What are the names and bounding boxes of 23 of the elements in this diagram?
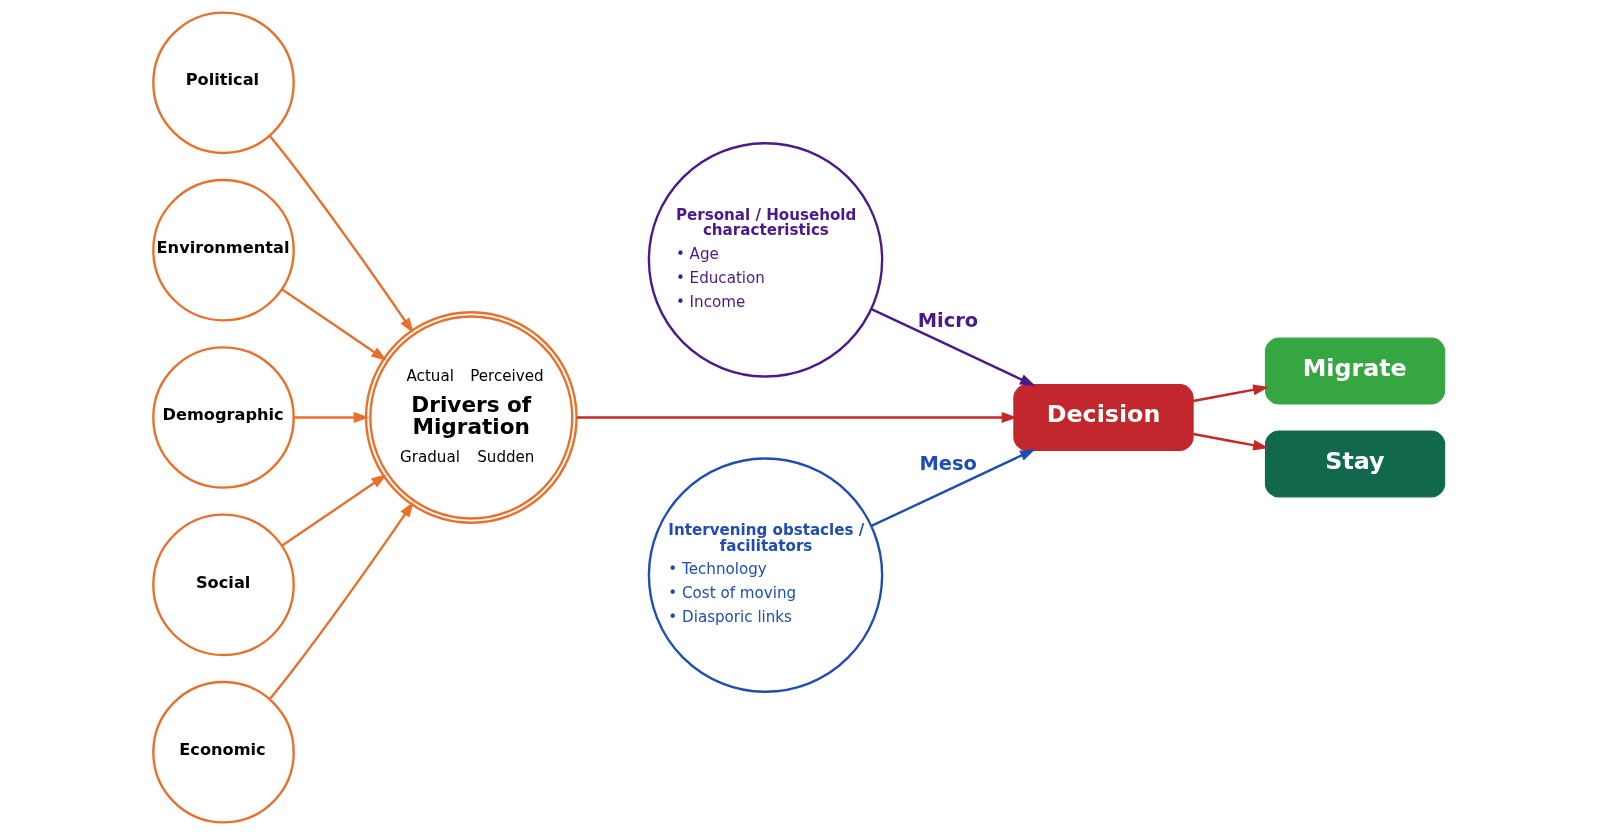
arrow	[870, 448, 1036, 527]
node-circle: Social	[151, 513, 295, 657]
arrow	[268, 501, 414, 700]
node-circle: Economic	[151, 680, 295, 824]
edge-label: Micro	[917, 309, 978, 333]
node-circle: Actual Perceived Drivers of Migration Gradual Sudden	[364, 311, 578, 524]
node-circle: Personal / Household characteristics • Age • Education • Income	[647, 142, 883, 378]
arrow	[268, 135, 414, 334]
node-box: Stay	[1264, 430, 1445, 498]
node-circle: Demographic	[151, 346, 295, 489]
arrow	[280, 288, 387, 361]
edge-label: Meso	[918, 451, 977, 475]
node-circle: Political	[151, 11, 295, 155]
node-circle: Environmental	[151, 178, 295, 322]
arrow	[293, 412, 369, 423]
arrow	[280, 474, 387, 547]
node-circle: Intervening obstacles / facilitators • Technology • Cost of moving • Diasporic links	[647, 457, 883, 693]
arrow	[1192, 384, 1269, 403]
arrow	[870, 308, 1036, 387]
arrow	[576, 412, 1017, 423]
arrow	[1192, 432, 1269, 451]
node-box: Migrate	[1264, 337, 1445, 405]
node-box: Decision	[1012, 384, 1194, 451]
